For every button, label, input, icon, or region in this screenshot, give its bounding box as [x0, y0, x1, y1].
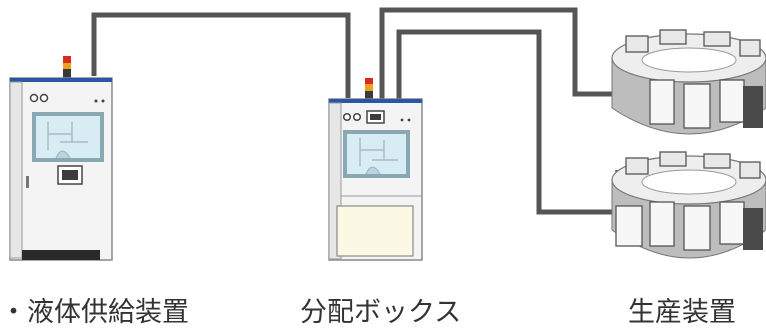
- production-machine-top: [611, 29, 766, 215]
- gauge-knob: [352, 112, 362, 122]
- top-band: [10, 78, 112, 82]
- signal-lamp-icon: [365, 78, 373, 99]
- lower-storage-panel: [336, 205, 414, 257]
- gauge-knob: [39, 93, 49, 103]
- station-panels: [615, 151, 761, 251]
- inspection-window: [32, 112, 104, 162]
- signal-lamp-icon: [63, 56, 71, 78]
- touch-screen-icon: [366, 110, 385, 124]
- touch-screen-icon: [57, 165, 83, 185]
- top-band: [329, 99, 422, 103]
- production-machine-bottom: [611, 151, 766, 259]
- pipe-box-to-production-1: [379, 7, 612, 100]
- pipe-supply-to-box: [91, 12, 351, 98]
- distribution-box-unit: [328, 78, 423, 261]
- label-distribution-box: 分配ボックス: [300, 297, 462, 328]
- label-production-equipment: 生産装置: [628, 297, 736, 328]
- pipe-box-to-production-2: [396, 29, 612, 215]
- gauge-knob: [342, 112, 352, 122]
- liquid-supply-unit: [9, 56, 113, 261]
- inspection-window: [343, 130, 410, 178]
- cabinet-base: [22, 250, 100, 260]
- pipe-lines: [91, 7, 612, 215]
- gauge-knob: [29, 93, 39, 103]
- label-liquid-supply-unit: ・液体供給装置: [0, 297, 189, 328]
